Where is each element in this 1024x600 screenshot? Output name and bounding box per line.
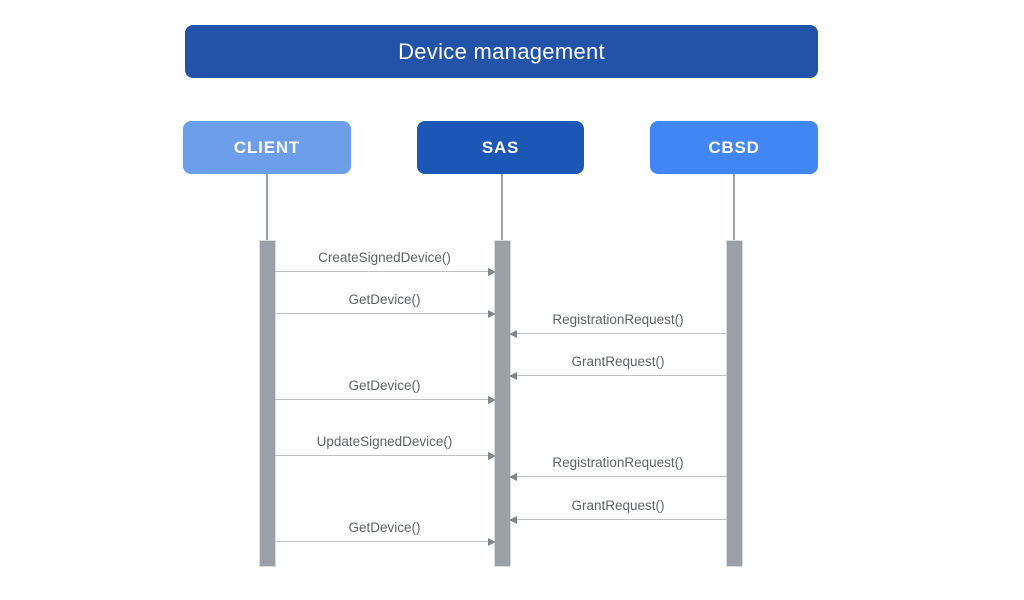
arrowhead-right-icon [487,452,496,461]
sequence-message-1: GetDevice() [274,292,496,319]
sequence-message-5: UpdateSignedDevice() [274,434,496,461]
diagram-title: Device management [398,38,605,64]
actor-cbsd: CBSD [650,121,818,174]
message-label: RegistrationRequest() [552,312,684,327]
activation-bar-cbsd [726,241,742,566]
arrowhead-left-icon [508,516,517,525]
message-label: CreateSignedDevice() [318,250,451,265]
arrowhead-left-icon [508,330,517,339]
arrowhead-right-icon [487,268,496,277]
actor-client: CLIENT [183,121,351,174]
actor-label-sas: SAS [481,137,520,157]
message-label: GetDevice() [348,292,421,307]
sequence-message-2: RegistrationRequest() [508,312,727,339]
activation-bar-client [259,241,275,566]
sequence-message-7: GrantRequest() [508,498,727,525]
arrowhead-right-icon [487,310,496,319]
sequence-message-8: GetDevice() [274,520,496,547]
message-label: GrantRequest() [571,498,665,513]
sequence-message-6: RegistrationRequest() [508,455,727,482]
lifeline-client [266,174,268,241]
sequence-message-4: GetDevice() [274,378,496,405]
sequence-message-3: GrantRequest() [508,354,727,381]
lifeline-cbsd [733,174,735,241]
diagram-title-banner: Device management [185,25,818,78]
arrowhead-left-icon [508,372,517,381]
arrowhead-left-icon [508,473,517,482]
arrowhead-right-icon [487,538,496,547]
sequence-message-0: CreateSignedDevice() [274,250,496,277]
message-label: GetDevice() [348,378,421,393]
actor-label-cbsd: CBSD [708,137,760,157]
actor-label-client: CLIENT [233,137,301,157]
lifeline-sas [501,174,503,241]
actor-sas: SAS [417,121,584,174]
message-label: GetDevice() [348,520,421,535]
message-label: RegistrationRequest() [552,455,684,470]
message-label: UpdateSignedDevice() [316,434,453,449]
message-label: GrantRequest() [571,354,665,369]
arrowhead-right-icon [487,396,496,405]
activation-bar-sas [494,241,510,566]
